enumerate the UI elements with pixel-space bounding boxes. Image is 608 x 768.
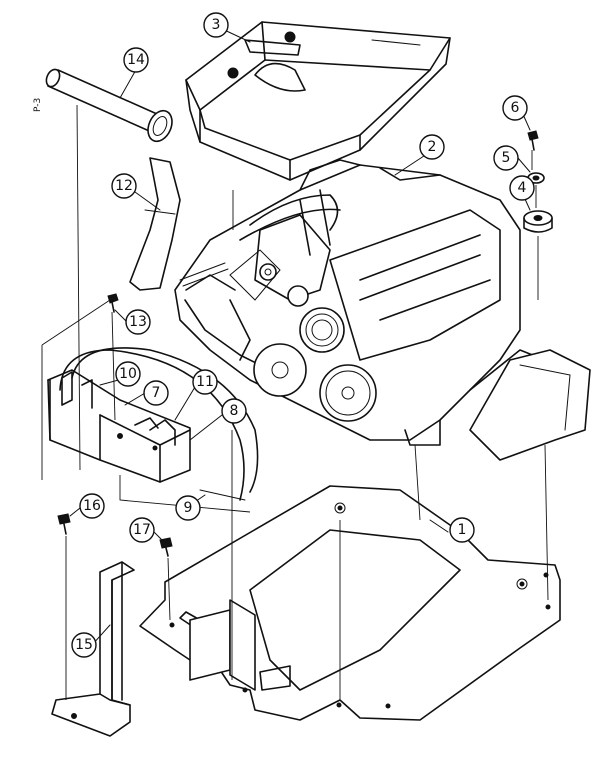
svg-text:8: 8 — [230, 403, 239, 419]
svg-text:9: 9 — [184, 500, 193, 516]
callout-10: 10 — [115, 361, 141, 387]
part-sensor-bracket — [47, 369, 191, 483]
callout-8: 8 — [221, 398, 247, 424]
svg-text:14: 14 — [127, 52, 145, 68]
callout-1: 1 — [449, 517, 475, 543]
callout-16: 16 — [79, 493, 105, 519]
svg-text:6: 6 — [511, 100, 520, 116]
page-reference-label: P-3 — [33, 98, 43, 112]
svg-text:1: 1 — [458, 522, 467, 538]
svg-text:15: 15 — [75, 637, 93, 653]
part-flex-strip — [129, 157, 181, 291]
callout-11: 11 — [192, 369, 218, 395]
part-screw-13 — [107, 293, 119, 313]
callout-3: 3 — [203, 12, 229, 38]
part-base-plate — [139, 485, 561, 721]
svg-text:3: 3 — [212, 17, 221, 33]
svg-text:17: 17 — [133, 522, 151, 538]
callout-15: 15 — [71, 632, 97, 658]
callout-5: 5 — [493, 145, 519, 171]
svg-text:13: 13 — [129, 314, 147, 330]
callout-9: 9 — [175, 495, 201, 521]
svg-text:12: 12 — [115, 178, 133, 194]
callout-13: 13 — [125, 309, 151, 335]
part-grommet-4 — [523, 210, 553, 233]
svg-text:16: 16 — [83, 498, 101, 514]
svg-text:4: 4 — [518, 180, 527, 196]
callout-17: 17 — [129, 517, 155, 543]
part-screw-16 — [57, 513, 71, 535]
part-l-bracket — [51, 561, 135, 737]
part-screw-17 — [159, 537, 173, 557]
part-cover-tray — [185, 21, 451, 181]
callout-7: 7 — [143, 380, 169, 406]
part-print-mechanism — [174, 159, 591, 461]
svg-text:7: 7 — [152, 385, 161, 401]
part-screw-6 — [527, 130, 539, 151]
svg-text:11: 11 — [196, 374, 214, 390]
svg-text:5: 5 — [502, 150, 511, 166]
callout-2: 2 — [419, 134, 445, 160]
callout-14: 14 — [123, 47, 149, 73]
assembly-guide-lines — [41, 104, 549, 700]
callout-12: 12 — [111, 173, 137, 199]
callout-4: 4 — [509, 175, 535, 201]
part-roller-tube — [45, 68, 173, 143]
svg-text:2: 2 — [428, 139, 437, 155]
svg-text:10: 10 — [119, 366, 137, 382]
callout-6: 6 — [502, 95, 528, 121]
